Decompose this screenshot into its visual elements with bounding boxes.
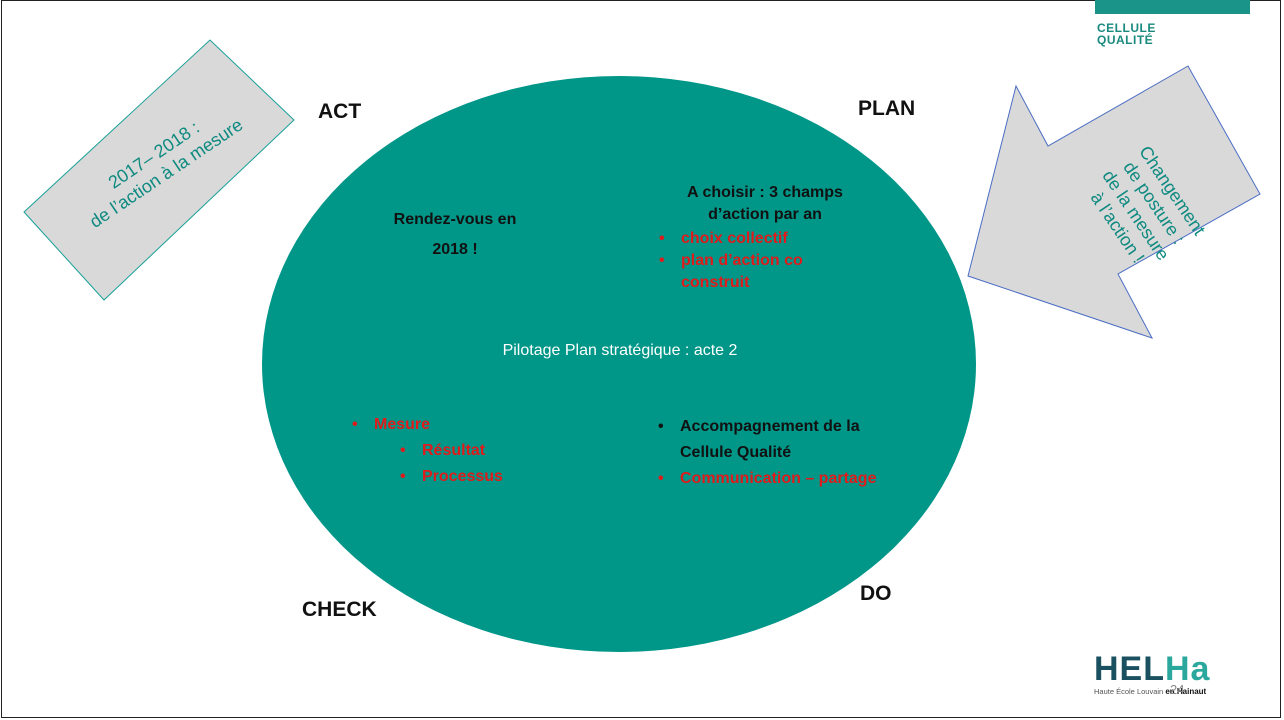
logo-subtitle: Haute École Louvain en Hainaut (1094, 687, 1210, 696)
do-item: Communication – partage (654, 466, 914, 492)
pdca-cycle-ellipse (262, 76, 976, 652)
act-line1: Rendez-vous en (393, 211, 517, 228)
check-sub-item: Résultat (396, 438, 548, 464)
check-sub-list: Résultat Processus (396, 438, 548, 490)
plan-label: PLAN (858, 97, 916, 120)
plan-quadrant: A choisir : 3 champs d’action par an cho… (655, 182, 875, 294)
do-quadrant: Accompagnement de la Cellule Qualité Com… (654, 414, 914, 492)
center-label: Pilotage Plan stratégique : acte 2 (502, 342, 738, 359)
plan-heading: A choisir : 3 champs d’action par an (655, 182, 875, 226)
do-item: Accompagnement de la Cellule Qualité (654, 414, 914, 466)
cellule-line2: QUALITÉ (1097, 33, 1154, 47)
act-quadrant-text: Rendez-vous en 2018 ! (370, 205, 540, 265)
left-rotated-box (23, 39, 295, 301)
cellule-qualite-label: CELLULE QUALITÉ (1097, 22, 1156, 46)
check-main-item: Mesure (348, 414, 548, 436)
plan-bullet: plan d’action co construit (655, 250, 865, 294)
right-block-arrow (967, 65, 1261, 339)
do-label: DO (860, 582, 892, 605)
act-line2: 2018 ! (432, 241, 478, 258)
logo-wordmark: HELHa (1094, 652, 1210, 686)
logo-sub-bold: en Hainaut (1165, 687, 1207, 696)
plan-heading-line2: d’action par an (708, 206, 822, 223)
check-list: Mesure (348, 414, 548, 436)
act-label: ACT (318, 100, 362, 123)
plan-bullet: choix collectif (655, 228, 865, 250)
do-list: Accompagnement de la Cellule Qualité Com… (654, 414, 914, 492)
check-quadrant: Mesure Résultat Processus (348, 414, 548, 490)
page-number: 24 (1170, 682, 1185, 697)
plan-bullet-list: choix collectif plan d’action co constru… (655, 228, 865, 294)
logo-ha: Ha (1165, 650, 1211, 688)
helha-logo: HELHa Haute École Louvain en Hainaut (1094, 652, 1210, 696)
cellule-line1: CELLULE (1097, 21, 1156, 35)
plan-heading-line1: A choisir : 3 champs (687, 184, 843, 201)
check-label: CHECK (302, 598, 377, 621)
logo-hel: HEL (1094, 650, 1165, 688)
check-sub-item: Processus (396, 464, 548, 490)
header-accent-bar (1095, 0, 1250, 14)
logo-sub-text: Haute École Louvain (1094, 687, 1164, 696)
